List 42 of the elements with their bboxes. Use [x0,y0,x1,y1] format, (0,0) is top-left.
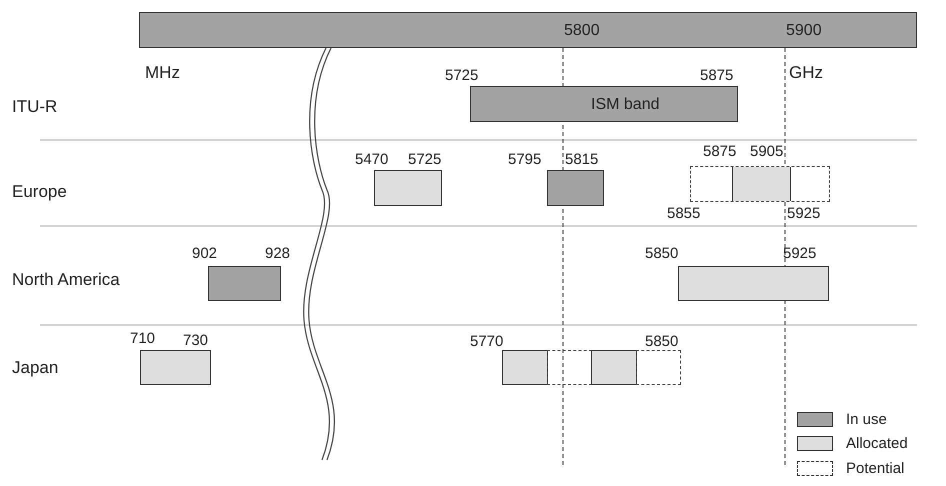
frequency-label: 5725 [408,152,442,167]
allocated-band [591,350,637,385]
allocated-band [678,266,829,301]
potential-band [636,350,681,385]
frequency-label: 5925 [783,246,816,261]
frequency-axis-bar [139,12,917,48]
allocated-band [140,350,211,385]
frequency-label: 5875 [700,68,734,83]
in-use-band [470,86,738,122]
frequency-label: 5850 [645,334,678,349]
allocated-band [732,167,790,201]
allocated-band [374,170,442,206]
frequency-label: 5725 [445,68,478,83]
in-use-band [547,170,604,206]
region-label: North America [12,271,120,288]
frequency-label: 928 [265,246,290,261]
frequency-label: 5850 [645,246,678,261]
region-label: ITU-R [12,98,58,115]
frequency-label: 5770 [470,334,504,349]
potential-band [690,166,830,202]
band-label: ISM band [591,97,660,113]
legend-label: Allocated [846,436,908,451]
frequency-label: 710 [130,331,156,346]
frequency-label: 5815 [565,152,598,167]
frequency-label: 5925 [787,206,820,221]
frequency-label: 5905 [750,144,784,159]
unit-label: MHz [145,64,180,81]
frequency-label: 730 [183,333,208,348]
allocated-band [502,350,548,385]
frequency-label: 5795 [508,152,542,167]
frequency-tick-label: 5900 [786,23,822,39]
frequency-label: 5875 [703,144,736,159]
region-label: Europe [12,183,67,200]
in-use-band [208,266,281,301]
legend-label: Potential [846,461,904,476]
frequency-label: 5855 [667,206,700,221]
unit-label: GHz [789,64,823,81]
region-label: Japan [12,359,58,376]
frequency-label: 5470 [355,152,388,167]
frequency-label: 902 [192,246,218,261]
frequency-tick-label: 5800 [564,23,600,39]
legend-label: In use [846,412,887,427]
